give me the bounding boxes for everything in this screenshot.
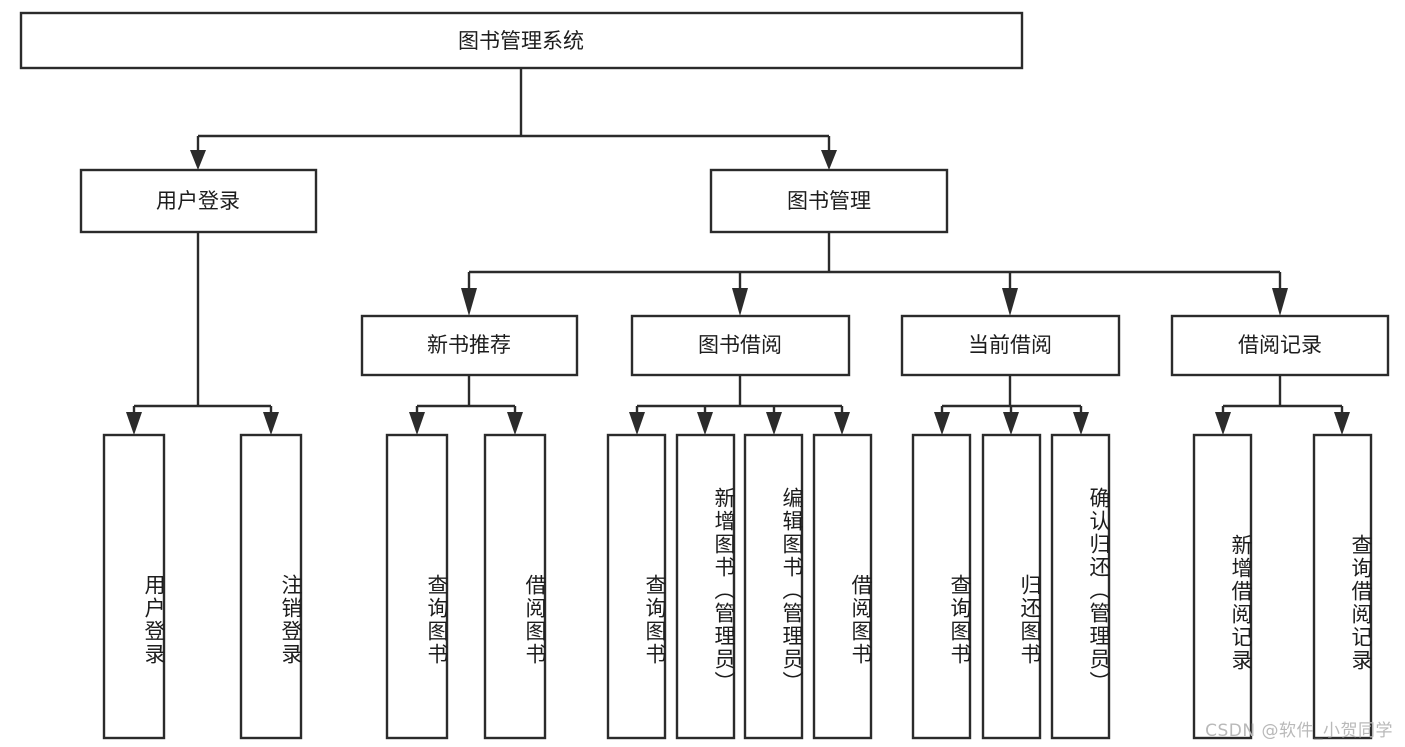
node-label-title: 图书管理系统 (458, 29, 584, 53)
node-box-title[interactable] (19, 11, 1024, 70)
node-box-book-borrow[interactable] (630, 314, 851, 377)
arrow-head-leaf-borrow-book-2 (834, 412, 850, 435)
node-box-leaf-add-book-admin[interactable] (675, 433, 736, 740)
node-box-leaf-query-book-1[interactable] (385, 433, 449, 740)
node-box-leaf-edit-book-admin[interactable] (743, 433, 804, 740)
node-box-leaf-return-book[interactable] (981, 433, 1042, 740)
node-box-user-login[interactable] (79, 168, 318, 234)
node-label-book-borrow: 图书借阅 (698, 333, 782, 357)
arrow-head-leaf-logout-login (263, 412, 279, 435)
node-box-current-borrow[interactable] (900, 314, 1121, 377)
node-box-new-book-recommend[interactable] (360, 314, 579, 377)
watermark-text: CSDN @软件_小贺同学 (1205, 721, 1393, 741)
arrow-head-leaf-return-book (1003, 412, 1019, 435)
arrow-head-leaf-add-book-admin (697, 412, 713, 435)
arrow-head-leaf-add-borrow-record (1215, 412, 1231, 435)
arrow-head-book-borrow (732, 288, 748, 316)
arrow-head-new-book-recommend (461, 288, 477, 316)
arrow-head-leaf-query-book-1 (409, 412, 425, 435)
connector-layer (126, 68, 1350, 435)
node-box-leaf-add-borrow-record[interactable] (1192, 433, 1253, 740)
node-box-leaf-user-login[interactable] (102, 433, 166, 740)
node-box-leaf-query-borrow-record[interactable] (1312, 433, 1373, 740)
arrow-head-leaf-query-book-3 (934, 412, 950, 435)
node-box-leaf-confirm-return-admin[interactable] (1050, 433, 1111, 740)
arrow-head-leaf-edit-book-admin (766, 412, 782, 435)
node-layer: 图书管理系统 用户登录 图书管理 新书推荐 图书借阅 当前借阅 借阅记录 (19, 11, 1390, 740)
arrow-head-current-borrow (1002, 288, 1018, 316)
node-box-borrow-record[interactable] (1170, 314, 1390, 377)
node-box-leaf-borrow-book-2[interactable] (812, 433, 873, 740)
node-label-user-login: 用户登录 (156, 189, 240, 213)
arrow-head-leaf-confirm-return-admin (1073, 412, 1089, 435)
arrow-head-book-management (821, 150, 837, 170)
node-box-leaf-query-book-2[interactable] (606, 433, 667, 740)
arrow-head-leaf-borrow-book-1 (507, 412, 523, 435)
arrow-head-leaf-user-login (126, 412, 142, 435)
node-box-leaf-borrow-book-1[interactable] (483, 433, 547, 740)
node-label-borrow-record: 借阅记录 (1238, 333, 1322, 357)
node-box-leaf-logout-login[interactable] (239, 433, 303, 740)
node-box-leaf-query-book-3[interactable] (911, 433, 972, 740)
node-label-new-book-recommend: 新书推荐 (427, 333, 511, 357)
node-label-current-borrow: 当前借阅 (968, 333, 1052, 357)
arrow-head-borrow-record (1272, 288, 1288, 316)
node-box-book-management[interactable] (709, 168, 949, 234)
arrow-head-user-login (190, 150, 206, 170)
arrow-head-leaf-query-book-2 (629, 412, 645, 435)
node-label-book-management: 图书管理 (787, 189, 871, 213)
arrow-head-leaf-query-borrow-record (1334, 412, 1350, 435)
